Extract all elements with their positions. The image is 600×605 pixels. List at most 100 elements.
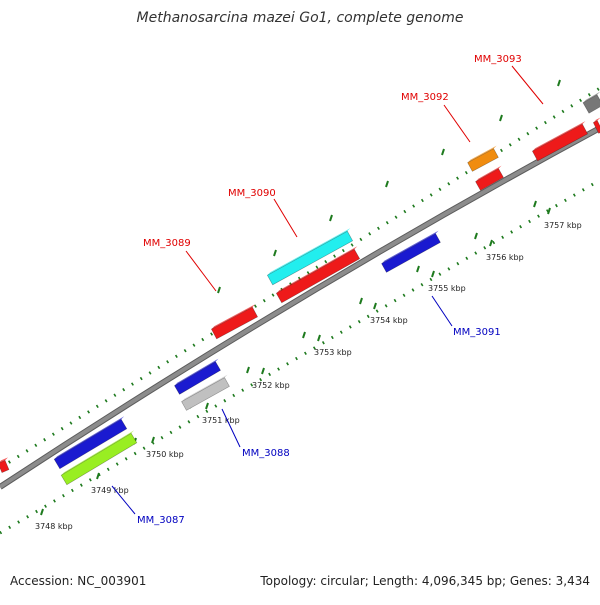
ruler-tick xyxy=(547,207,551,215)
gene-feature-body xyxy=(475,168,504,191)
gene-feature-body xyxy=(467,148,499,172)
gene-feature-top xyxy=(0,457,9,463)
gene-feature-body xyxy=(531,123,589,162)
gene-feature-mm-3091[interactable] xyxy=(381,230,441,273)
outer-track-tick xyxy=(217,286,221,294)
ruler-layer: 3748 kbp 3749 kbp 3750 kbp 3751 kbp 3752 kbp… xyxy=(35,79,582,531)
gene-feature-top xyxy=(276,246,358,294)
gene-leader-line xyxy=(443,104,471,143)
outer-track-tick xyxy=(329,214,333,222)
genome-summary-text: Topology: circular; Length: 4,096,345 bp… xyxy=(260,574,590,588)
ruler-minor-tick xyxy=(302,331,306,339)
gene-feature-body xyxy=(60,432,138,486)
gene-feature-top xyxy=(267,228,351,276)
ruler-minor-tick xyxy=(246,366,250,374)
ruler-minor-tick xyxy=(416,265,420,273)
ruler-tick xyxy=(317,334,321,342)
gene-feature[interactable] xyxy=(275,246,361,304)
gene-label[interactable]: MM_3092 xyxy=(401,92,449,103)
gene-feature[interactable] xyxy=(174,358,221,395)
gene-label[interactable]: MM_3087 xyxy=(137,515,185,526)
gene-feature[interactable] xyxy=(592,117,600,134)
backbone-layer xyxy=(0,125,600,490)
gene-feature-top xyxy=(583,91,600,103)
ruler-minor-tick xyxy=(359,297,363,305)
ruler-tick xyxy=(373,302,377,310)
gene-feature-body xyxy=(53,418,128,470)
gene-feature-mm-3092[interactable] xyxy=(467,145,499,172)
gene-feature-body xyxy=(266,230,354,286)
gene-leader-line xyxy=(185,250,217,292)
backbone xyxy=(0,126,600,489)
gene-feature-mm-3093[interactable] xyxy=(531,121,589,162)
gene-feature-body xyxy=(181,377,230,411)
ruler-tick-label: 3751 kbp xyxy=(202,416,240,425)
ruler-tick-label: 3757 kbp xyxy=(544,221,582,230)
gene-feature-top xyxy=(61,430,135,476)
gene-feature-top xyxy=(467,145,497,163)
gene-feature-body xyxy=(381,233,441,273)
outer-track-tick xyxy=(385,180,389,188)
ruler-tick-label: 3754 kbp xyxy=(370,316,408,325)
gene-feature-mm-3087[interactable] xyxy=(60,430,138,486)
map-title: Methanosarcina mazei Go1, complete genom… xyxy=(137,10,464,26)
gene-leader-line xyxy=(511,65,544,105)
ruler-tick xyxy=(489,239,493,247)
ruler-tick-label: 3750 kbp xyxy=(146,450,184,459)
tick-track-1 xyxy=(0,178,600,535)
gene-feature-mm-3089[interactable] xyxy=(210,304,259,340)
accession-text: Accession: NC_003901 xyxy=(10,574,147,588)
ruler-tick xyxy=(96,472,100,480)
outer-track-tick xyxy=(441,148,445,156)
gene-leader-line xyxy=(111,485,136,515)
ruler-minor-tick xyxy=(533,200,537,208)
outer-track-tick xyxy=(499,114,503,122)
gene-label[interactable]: MM_3089 xyxy=(143,238,191,249)
gene-feature-top xyxy=(174,358,219,386)
ruler-tick-label: 3755 kbp xyxy=(428,284,466,293)
gene-feature[interactable] xyxy=(582,91,600,114)
gene-feature-top xyxy=(381,230,439,264)
gene-label[interactable]: MM_3090 xyxy=(228,188,276,199)
ruler-tick-label: 3749 kbp xyxy=(91,486,129,495)
gene-feature-body xyxy=(0,460,10,473)
gene-feature-top xyxy=(532,121,586,152)
gene-feature-body xyxy=(582,94,600,114)
gene-feature-body xyxy=(174,361,221,395)
gene-label[interactable]: MM_3093 xyxy=(474,54,522,65)
ruler-tick xyxy=(40,508,44,516)
gene-feature-top xyxy=(181,374,228,402)
outer-track-tick xyxy=(273,249,277,257)
ruler-tick xyxy=(151,436,155,444)
tick-track-2 xyxy=(0,86,600,470)
outer-track-tick xyxy=(557,79,561,87)
ruler-minor-tick xyxy=(474,232,478,240)
track-layer xyxy=(0,86,600,535)
gene-feature[interactable] xyxy=(475,165,504,191)
gene-label[interactable]: MM_3091 xyxy=(453,327,501,338)
ruler-tick xyxy=(205,402,209,410)
gene-leader-line xyxy=(431,295,453,327)
gene-leader-line xyxy=(221,408,241,448)
gene-feature-mm-3088[interactable] xyxy=(181,374,230,411)
gene-feature[interactable] xyxy=(0,457,10,473)
ruler-tick-label: 3756 kbp xyxy=(486,253,524,262)
gene-feature-top xyxy=(475,165,502,182)
feature-layer xyxy=(0,91,600,486)
gene-feature-top xyxy=(54,416,125,460)
gene-label[interactable]: MM_3088 xyxy=(242,448,290,459)
ruler-tick xyxy=(431,270,435,278)
gene-feature[interactable] xyxy=(53,416,128,470)
gene-feature-body xyxy=(275,248,361,304)
gene-leader-line xyxy=(273,198,298,238)
gene-feature-mm-3090[interactable] xyxy=(266,228,354,286)
ruler-tick-label: 3752 kbp xyxy=(252,381,290,390)
gene-feature-body xyxy=(592,120,600,134)
ruler-tick-label: 3748 kbp xyxy=(35,522,73,531)
backbone-shadow xyxy=(0,125,600,490)
ruler-tick-label: 3753 kbp xyxy=(314,348,352,357)
gene-feature-top xyxy=(211,304,256,330)
